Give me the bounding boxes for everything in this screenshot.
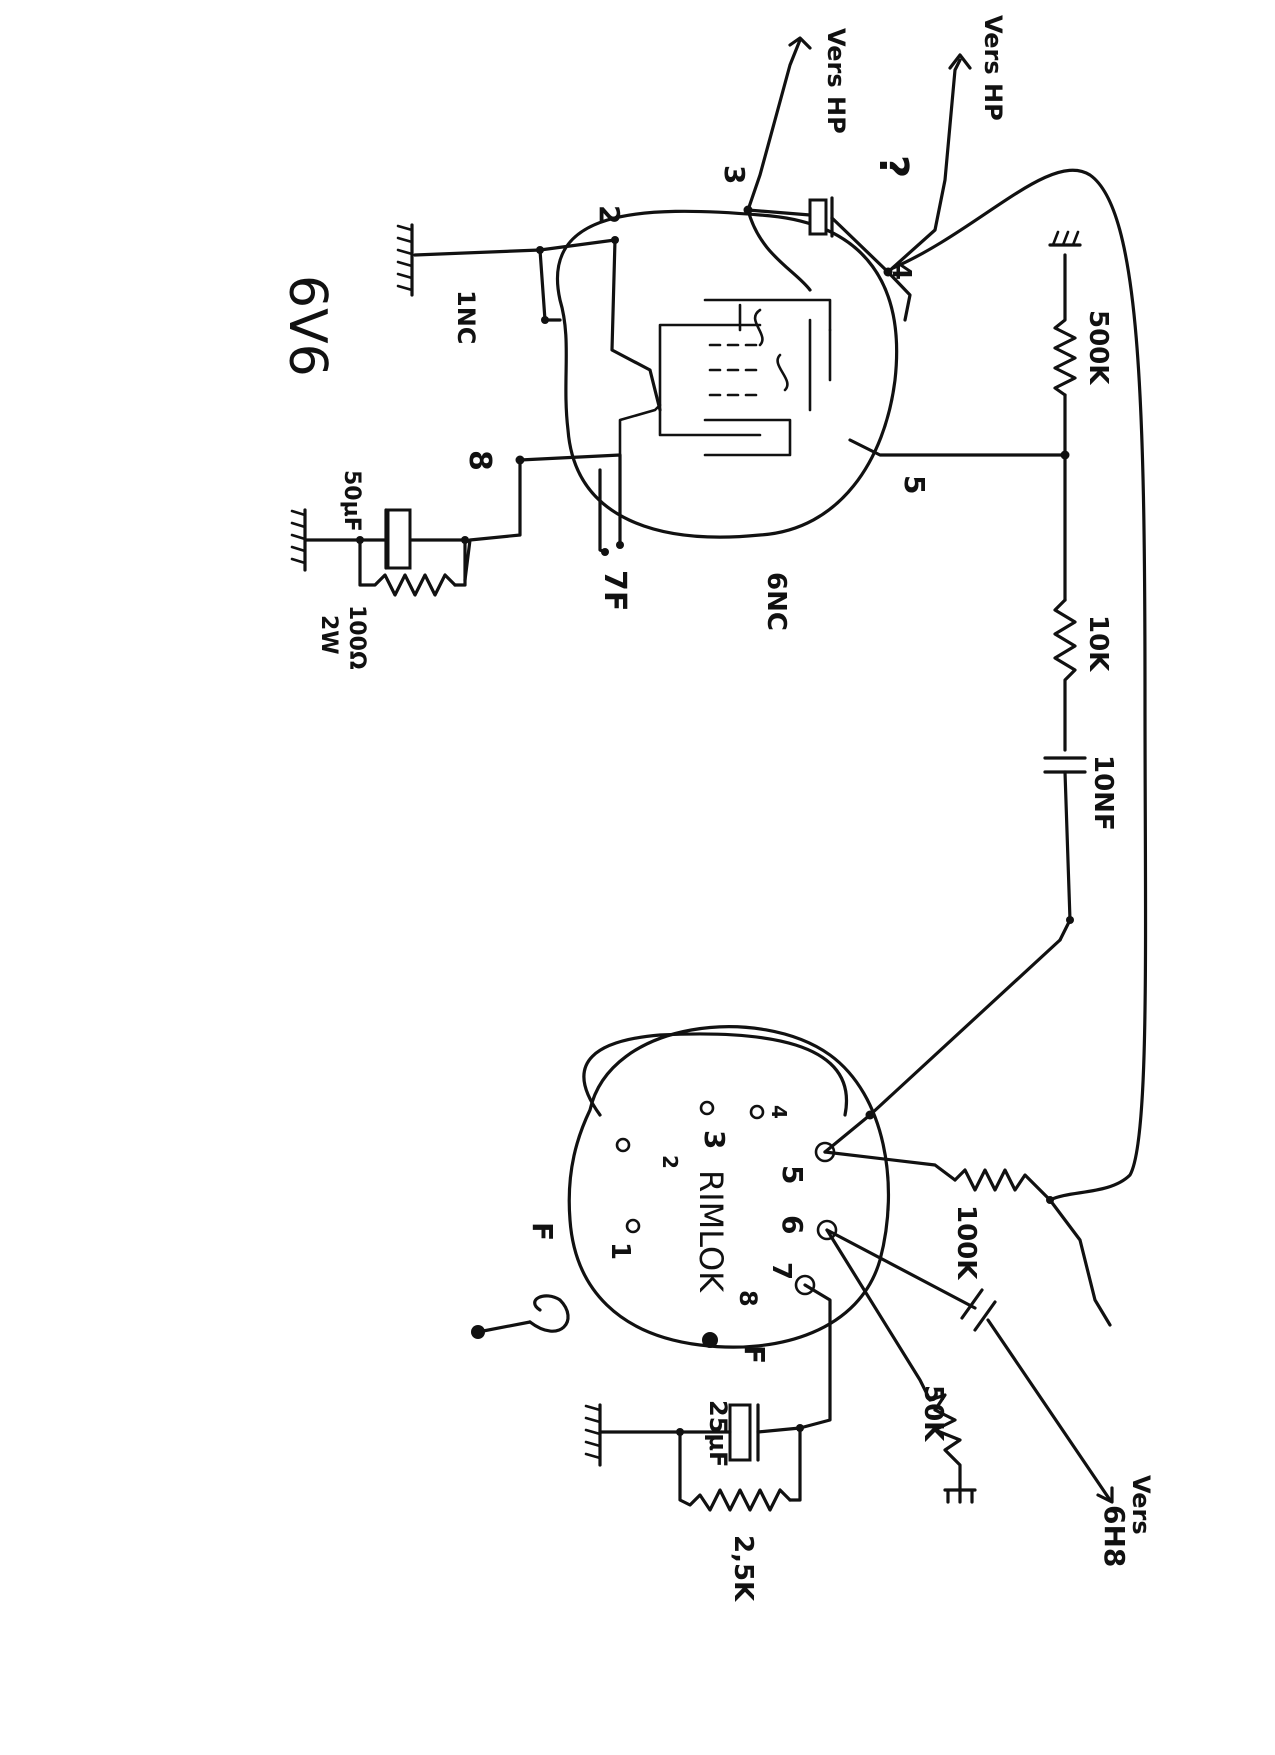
pin7-filament <box>598 468 609 556</box>
tube-6v6-envelope <box>556 209 899 539</box>
c-coupling-10nf-label: 10NF <box>1088 755 1118 831</box>
pin5-label: 5 <box>898 475 931 494</box>
rimlock-pin5: 5 <box>776 1165 809 1184</box>
rimlock-pin5-wiring <box>823 938 1112 1327</box>
pin6-label: 6NC <box>761 572 791 631</box>
rimlock-pin7: 7 <box>766 1262 796 1280</box>
cathode-bypass-cap-50uf <box>356 508 467 570</box>
plate-cap-question: ? <box>870 155 916 178</box>
grid-network <box>848 230 1087 942</box>
cathode-cap-label: 50μF <box>339 470 364 532</box>
speaker-label-b: Vers HP <box>979 15 1007 121</box>
pin2-circuit <box>413 236 662 412</box>
rimlock-pin4: 4 <box>767 1105 791 1119</box>
tube-6v6-electrodes <box>618 298 832 457</box>
plate-circuit <box>743 36 972 322</box>
rimlock-pin-f-left: F <box>526 1222 559 1241</box>
rimlock-resistor-2-5k-label: 2,5K <box>728 1535 758 1602</box>
pin4-label: 4 <box>886 262 916 280</box>
pin2-label: 2 <box>593 205 626 224</box>
feedback-loop <box>891 168 1148 1202</box>
rimlock-pin6: 6 <box>776 1215 809 1234</box>
to-label: Vers <box>1127 1475 1155 1535</box>
cathode-resistor-100ohm <box>358 538 467 597</box>
speaker-label-a: Vers HP <box>822 28 850 134</box>
rimlock-pin8: 8 <box>734 1290 762 1307</box>
r-series-10k-label: 10K <box>1083 615 1113 672</box>
pin1-label: 1NC <box>452 290 480 344</box>
pin8-circuit <box>461 453 624 582</box>
rimlock-pin6-wiring <box>825 1228 1114 1504</box>
rimlock-filament-lead <box>471 1294 570 1339</box>
rimlock-pin1: 1 <box>605 1242 635 1260</box>
rimlock-title: RIMLOK <box>692 1170 730 1293</box>
cathode-resistor-label: 100Ω <box>344 605 369 670</box>
tube-rimlock-envelope <box>567 1025 890 1349</box>
tube-6v6-title: 6V6 <box>277 275 337 377</box>
cathode-resistor-watt-label: 2W <box>316 615 341 655</box>
rimlock-top-loop <box>582 1032 849 1117</box>
rimlock-pin8-wiring <box>584 1283 832 1512</box>
ground-symbol-cathode <box>290 508 362 572</box>
rimlock-cap-25uf-label: 25μF <box>704 1400 732 1467</box>
pin7-label: 7F <box>597 570 632 611</box>
r-grid-500k-label: 500K <box>1083 310 1113 385</box>
rimlock-pin-f-bottom: F <box>738 1345 771 1364</box>
rimlock-pin2: 2 <box>658 1155 682 1169</box>
r-plate-100k-label: 100K <box>951 1205 981 1280</box>
rimlock-pin3: 3 <box>698 1130 731 1149</box>
pin8-label: 8 <box>462 450 497 471</box>
ground-symbol-top <box>396 223 414 297</box>
pin3-label: 3 <box>718 165 751 184</box>
r-grid-50k-label: 50K <box>918 1385 948 1442</box>
to-tube-6h8-label: 6H8 <box>1098 1505 1131 1567</box>
